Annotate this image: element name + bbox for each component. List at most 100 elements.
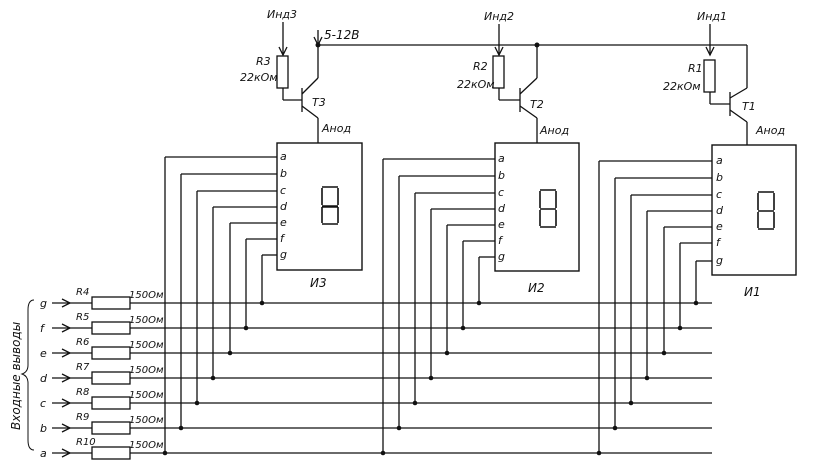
r2-value: 22кОм [457, 78, 495, 91]
indicator-3-label: И3 [310, 276, 327, 290]
svg-text:b: b [280, 167, 287, 180]
junction-1-d [644, 375, 650, 381]
junction-2-g [476, 300, 482, 306]
input-label-b: b [40, 422, 47, 435]
resistor-value-r7: 150Ом [129, 365, 164, 376]
resistor-label-r4: R4 [76, 287, 89, 298]
svg-text:c: c [498, 186, 504, 199]
indicator-3 [276, 142, 363, 271]
input-arrowhead-e [61, 348, 72, 358]
resistor-r6 [91, 346, 131, 360]
input-arrowhead-c [61, 398, 72, 408]
r3-label: R3 [256, 55, 271, 68]
indicator-2-label: И2 [528, 281, 545, 295]
junction-1-c [628, 400, 634, 406]
resistor-label-r5: R5 [76, 312, 89, 323]
input-arrowhead-a [61, 448, 72, 458]
junction-3-f [243, 325, 249, 331]
supply-label: 5-12В [324, 28, 359, 42]
indicator-1 [711, 144, 797, 276]
svg-text:d: d [280, 200, 288, 213]
input-label-a: a [40, 447, 47, 460]
input-label-c: c [40, 397, 46, 410]
t2-label: T2 [530, 98, 544, 111]
digit-2-driver: Инд2 R2 22кОм T2 Анод [457, 10, 569, 143]
svg-text:b: b [498, 169, 505, 182]
svg-text:g: g [716, 254, 723, 267]
resistor-r7 [91, 371, 131, 385]
junction-2-c [412, 400, 418, 406]
junction-1-f [677, 325, 683, 331]
svg-text:e: e [716, 220, 723, 233]
svg-text:f: f [716, 236, 722, 249]
ind3-label: Инд3 [267, 8, 297, 21]
resistor-r4 [91, 296, 131, 310]
svg-text:a: a [498, 152, 505, 165]
input-label-d: d [40, 372, 48, 385]
resistor-label-r6: R6 [76, 337, 89, 348]
ind1-label: Инд1 [697, 10, 727, 23]
resistor-label-r10: R10 [76, 437, 96, 448]
junction-1-b [612, 425, 618, 431]
junction-2-a [380, 450, 386, 456]
junction-3-d [210, 375, 216, 381]
svg-text:f: f [498, 234, 504, 247]
svg-text:a: a [280, 150, 287, 163]
svg-text:g: g [498, 250, 505, 263]
input-arrowhead-f [61, 323, 72, 333]
indicator-2 [494, 142, 580, 272]
anode2-label: Анод [539, 124, 569, 137]
junction-3-a [162, 450, 168, 456]
svg-text:d: d [498, 202, 506, 215]
resistor-label-r9: R9 [76, 412, 89, 423]
svg-text:b: b [716, 171, 723, 184]
indicator-2-glyph [539, 189, 557, 228]
junction-3-e [227, 350, 233, 356]
junction-3-b [178, 425, 184, 431]
svg-text:e: e [498, 218, 505, 231]
input-label-g: g [40, 297, 47, 310]
resistor-label-r8: R8 [76, 387, 89, 398]
junction-1-a [596, 450, 602, 456]
resistor-r10 [91, 446, 131, 460]
input-arrowhead-b [61, 423, 72, 433]
input-label-e: e [40, 347, 47, 360]
indicator-1-pins: a b c d e f g [716, 154, 724, 267]
svg-text:c: c [716, 188, 722, 201]
input-label-f: f [40, 322, 46, 335]
ind2-label: Инд2 [484, 10, 514, 23]
supply-rail: 5-12В [313, 28, 748, 88]
input-brace [20, 299, 35, 451]
resistor-value-r9: 150Ом [129, 415, 164, 426]
r3-value: 22кОм [240, 71, 278, 84]
resistor-label-r7: R7 [76, 362, 90, 373]
junction-2-e [444, 350, 450, 356]
svg-text:d: d [716, 204, 724, 217]
indicator-3-pins: a b c d e f g [280, 150, 288, 261]
svg-text:f: f [280, 232, 286, 245]
input-arrowhead-g [61, 298, 72, 308]
inputs-title: Входные выводы [9, 322, 23, 430]
resistor-r9 [91, 421, 131, 435]
svg-text:g: g [280, 248, 287, 261]
junction-3-g [259, 300, 265, 306]
svg-text:c: c [280, 184, 286, 197]
resistor-r1 [703, 59, 716, 93]
r1-label: R1 [688, 62, 703, 75]
junction-2-d [428, 375, 434, 381]
indicator-1-label: И1 [744, 285, 761, 299]
resistor-r5 [91, 321, 131, 335]
junction-2-f [460, 325, 466, 331]
resistor-r3 [276, 55, 289, 89]
anode1-label: Анод [755, 124, 785, 137]
resistor-r8 [91, 396, 131, 410]
indicator-3-glyph [321, 186, 339, 225]
resistor-value-r10: 150Ом [129, 440, 164, 451]
junction-1-e [661, 350, 667, 356]
anode3-label: Анод [321, 122, 351, 135]
resistor-value-r5: 150Ом [129, 315, 164, 326]
t1-label: T1 [742, 100, 756, 113]
r2-label: R2 [473, 60, 488, 73]
